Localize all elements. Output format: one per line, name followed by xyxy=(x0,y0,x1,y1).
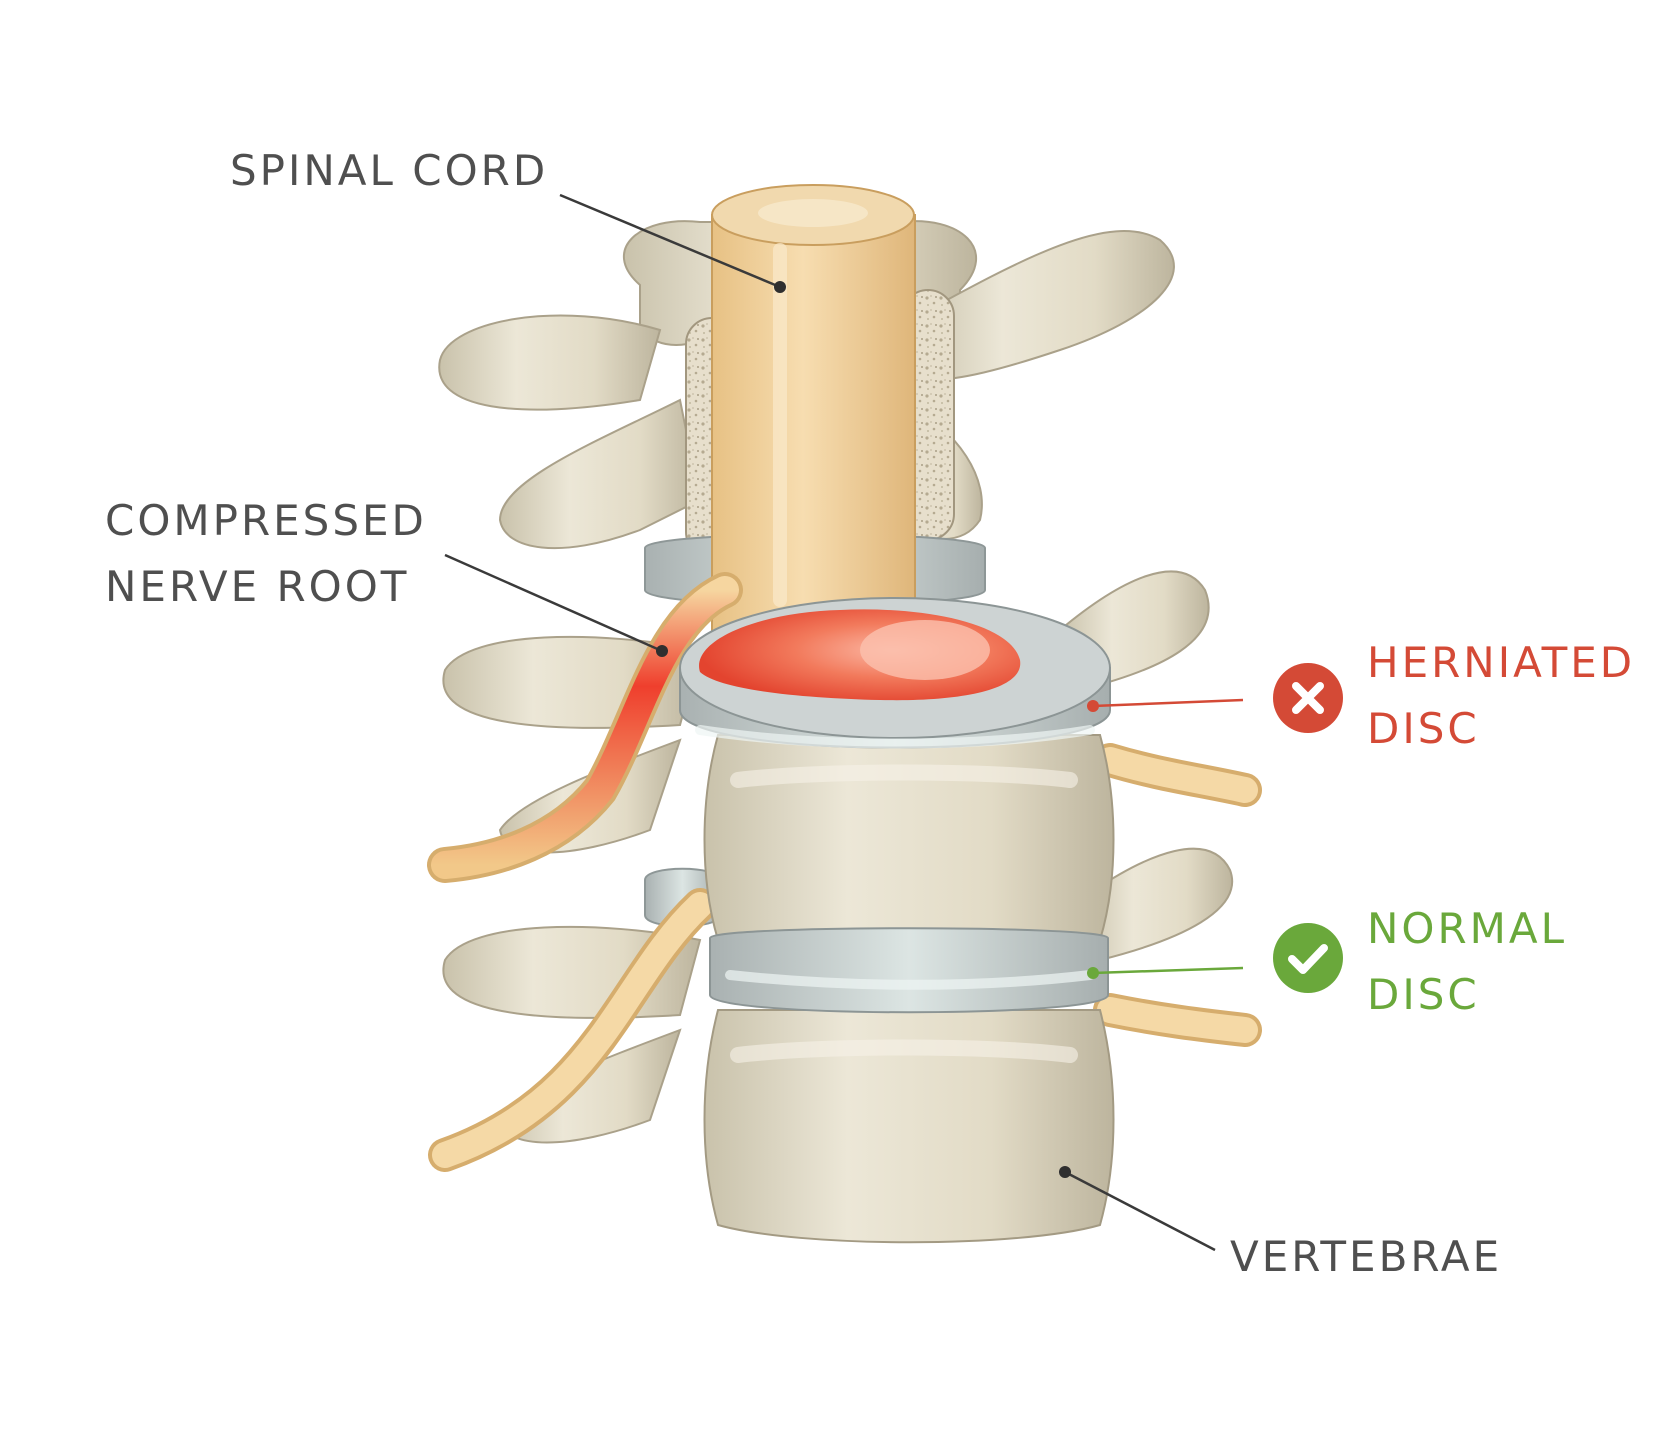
normal-disc-label: NORMAL DISC xyxy=(1367,904,1568,1019)
herniated-disc-label: HERNIATED DISC xyxy=(1367,638,1636,753)
spinal-cord-label: SPINAL CORD xyxy=(230,146,549,195)
leader-lines xyxy=(444,193,1244,1252)
vertebrae-label: VERTEBRAE xyxy=(1230,1232,1503,1281)
vertebral-bodies xyxy=(703,734,1115,1244)
x-circle-icon xyxy=(1273,663,1343,733)
herniated-disc-shape xyxy=(679,597,1111,749)
spinal-cord xyxy=(711,184,916,641)
check-circle-icon xyxy=(1273,923,1343,993)
normal-disc-shape xyxy=(709,927,1109,1014)
nerve-roots xyxy=(427,572,1262,1172)
compressed-nerve-root-label: COMPRESSED NERVE ROOT xyxy=(105,496,427,611)
